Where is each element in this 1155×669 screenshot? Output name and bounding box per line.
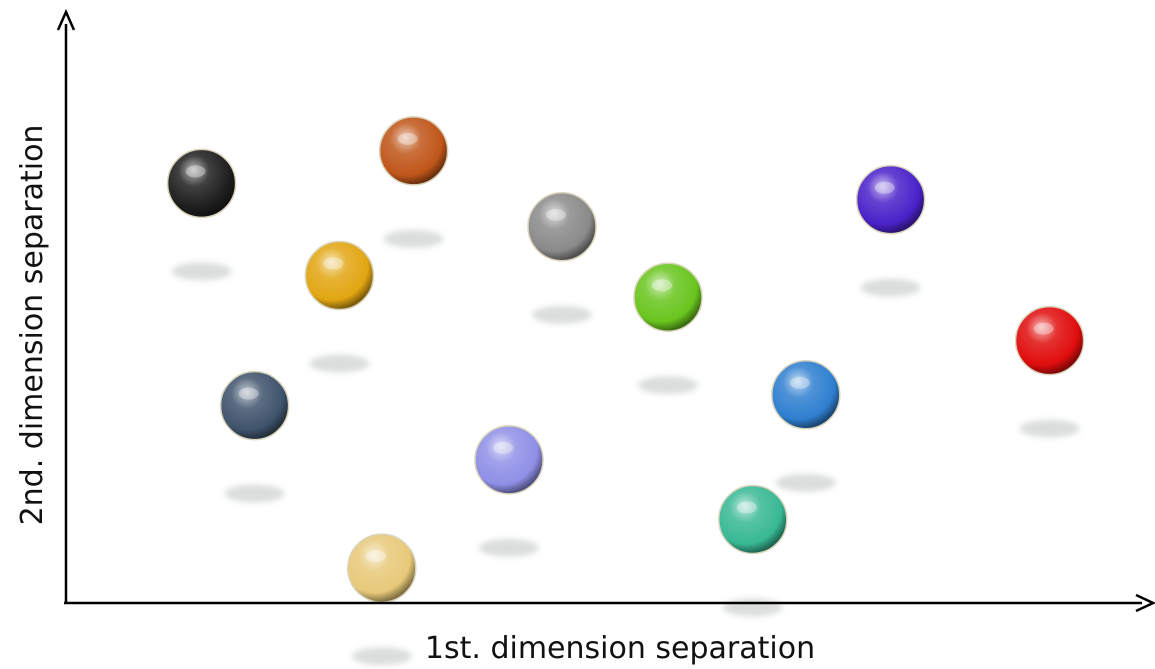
sphere-highlight [874, 181, 895, 194]
sphere-shadow [309, 354, 370, 373]
sphere-highlight [789, 376, 810, 389]
sphere-point [718, 484, 788, 555]
sphere-highlight [546, 208, 566, 221]
sphere-highlight [736, 501, 757, 514]
sphere-point [474, 425, 544, 495]
shadows-layer [171, 229, 1080, 666]
spheres-layer [166, 116, 1085, 603]
x-axis-arrowhead [1135, 593, 1155, 613]
sphere-highlight [238, 387, 259, 400]
sphere-highlight [365, 550, 386, 563]
sphere-shadow [224, 484, 285, 503]
sphere-highlight [397, 132, 418, 145]
sphere-shadow [532, 305, 592, 324]
sphere-point [855, 164, 926, 235]
sphere-highlight [652, 279, 672, 292]
sphere-point [304, 240, 375, 311]
sphere-shadow [1019, 419, 1080, 438]
sphere-shadow [479, 538, 539, 557]
sphere-point [347, 533, 417, 603]
sphere-point [166, 148, 237, 219]
sphere-shadow [638, 376, 698, 395]
sphere-highlight [493, 441, 513, 454]
x-axis-label: 1st. dimension separation [425, 631, 815, 666]
sphere-highlight [323, 257, 344, 270]
sphere-shadow [351, 647, 412, 666]
sphere-point [219, 370, 290, 441]
y-axis-arrowhead [56, 8, 76, 31]
sphere-shadow [383, 229, 444, 248]
sphere-shadow [775, 473, 836, 492]
sphere-point [771, 360, 841, 430]
sphere-point [527, 192, 597, 262]
sphere-highlight [1033, 322, 1054, 335]
sphere-shadow [722, 598, 783, 617]
y-axis-label: 2nd. dimension separation [15, 125, 50, 526]
sphere-highlight [185, 165, 206, 178]
sphere-point [633, 262, 703, 332]
sphere-shadow [860, 278, 921, 297]
sphere-point [1014, 305, 1085, 376]
sphere-point [378, 116, 449, 186]
sphere-shadow [171, 262, 232, 281]
